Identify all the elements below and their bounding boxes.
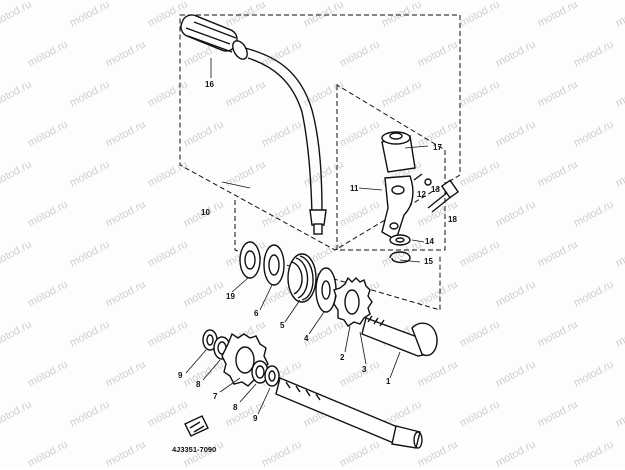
label-14: 14 [425, 237, 434, 246]
label-9-bottom: 9 [253, 414, 258, 423]
idle-gear-assembly [202, 329, 280, 387]
kick-arm [381, 131, 416, 242]
kick-axle-assembly [239, 241, 438, 357]
leader-lines [185, 58, 429, 415]
label-2: 2 [340, 353, 345, 362]
label-16: 16 [205, 80, 214, 89]
label-7: 7 [213, 392, 218, 401]
label-8-bottom: 8 [233, 403, 238, 412]
front-arrow-icon [184, 415, 209, 437]
label-6: 6 [254, 309, 259, 318]
label-17: 17 [433, 143, 442, 152]
label-4: 4 [304, 334, 309, 343]
label-15: 15 [424, 257, 433, 266]
label-5: 5 [280, 321, 285, 330]
label-1: 1 [386, 377, 391, 386]
label-11: 11 [350, 184, 359, 193]
main-axle [275, 377, 423, 449]
label-9-top: 9 [178, 371, 183, 380]
bolt [427, 179, 460, 213]
pin-13 [424, 178, 432, 186]
diagram-code: 4J3351-7090 [172, 445, 216, 454]
group-outline-11 [336, 84, 446, 251]
kick-lever [180, 14, 327, 235]
circlip [389, 251, 411, 264]
label-10: 10 [201, 208, 210, 217]
label-13: 13 [431, 185, 440, 194]
label-18: 18 [448, 215, 457, 224]
label-19: 19 [226, 292, 235, 301]
label-12: 12 [417, 190, 426, 199]
spring-12 [413, 173, 423, 181]
label-8-top: 8 [196, 380, 201, 389]
group-outline-shaft [234, 200, 441, 311]
label-3: 3 [362, 365, 367, 374]
washer [389, 234, 411, 246]
